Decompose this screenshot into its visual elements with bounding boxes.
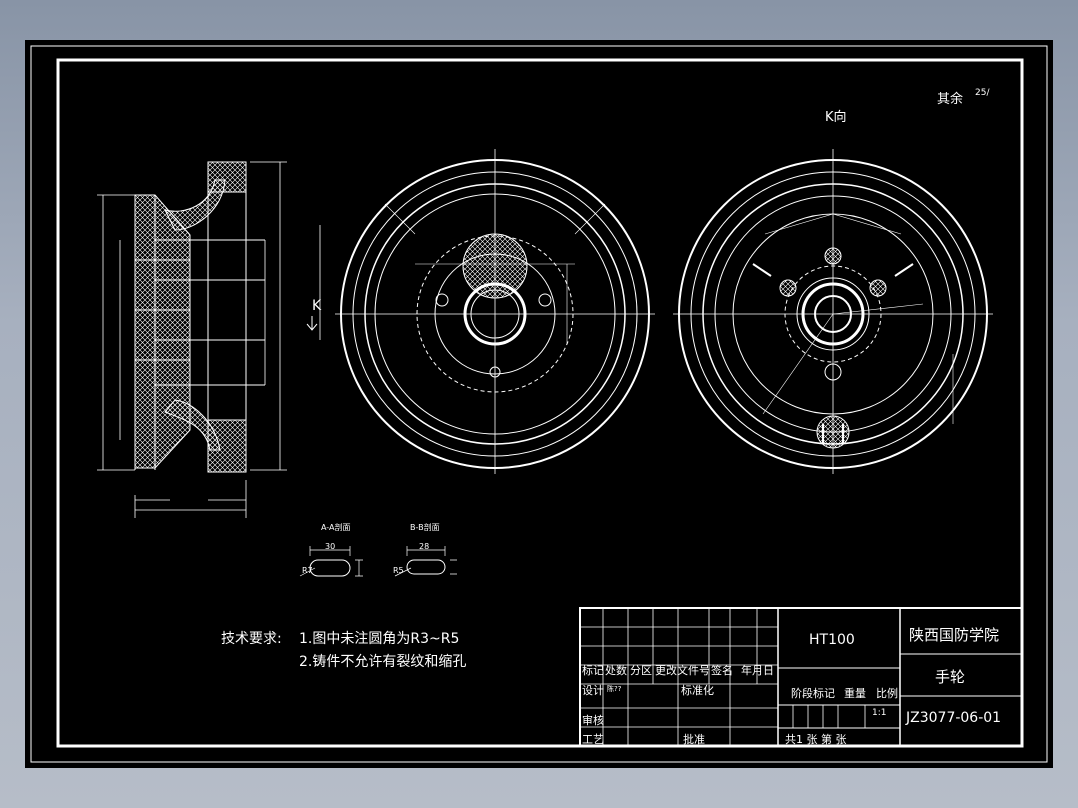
inner-frame — [56, 58, 1024, 748]
stage-mark-label: 阶段标记 — [791, 687, 835, 700]
section-b-title: B-B剖面 — [410, 523, 440, 532]
side-section-view — [97, 161, 321, 518]
standardization-label: 标准化 — [681, 684, 714, 697]
section-a-width-dim: 30 — [325, 542, 336, 551]
hdr-date: 年月日 — [741, 664, 774, 677]
part-name: 手轮 — [935, 668, 966, 686]
roughness-note: 其余 — [937, 92, 964, 107]
tech-requirement-1: 1.图中未注圆角为R3~R5 — [299, 631, 460, 647]
drawing-viewport[interactable]: K — [25, 40, 1053, 768]
hdr-sign: 签名 — [711, 664, 733, 677]
weight-label: 重量 — [844, 687, 866, 700]
cad-drawing: K — [30, 45, 1048, 763]
k-view — [673, 149, 993, 474]
section-b-width-dim: 28 — [419, 542, 430, 551]
hdr-change-doc: 更改文件号 — [655, 664, 710, 677]
scale-value: 1:1 — [872, 708, 887, 718]
scale-label: 比例 — [876, 687, 898, 700]
hdr-zone: 分区 — [630, 664, 652, 677]
tech-requirement-2: 2.铸件不允许有裂纹和缩孔 — [299, 654, 467, 670]
k-arrow-label: K — [312, 298, 322, 314]
tech-requirements-title: 技术要求: — [221, 631, 282, 647]
view-k-label: K向 — [825, 110, 847, 125]
section-a-radius-dim: R7 — [302, 566, 313, 575]
drawing-number: JZ3077-06-01 — [906, 710, 1002, 726]
designer-name: 陈?? — [607, 685, 622, 693]
process-label: 工艺 — [582, 733, 604, 746]
school-name: 陕西国防学院 — [909, 626, 1000, 644]
front-view — [335, 149, 655, 474]
hdr-mark: 标记 — [582, 664, 604, 677]
title-block — [579, 607, 1023, 747]
row-design-label: 设计 — [582, 684, 604, 697]
section-a-detail — [299, 546, 363, 577]
approve-label: 批准 — [683, 733, 705, 746]
roughness-symbol: 25/ — [975, 88, 990, 98]
material: HT100 — [809, 632, 855, 648]
outer-frame — [30, 45, 1048, 763]
section-b-radius-dim: R5 — [393, 566, 404, 575]
hdr-count: 处数 — [605, 664, 627, 677]
check-label: 审核 — [582, 714, 604, 727]
section-a-title: A-A剖面 — [321, 523, 351, 532]
section-b-detail — [394, 546, 457, 577]
sheets-info: 共1 张 第 张 — [785, 733, 847, 746]
